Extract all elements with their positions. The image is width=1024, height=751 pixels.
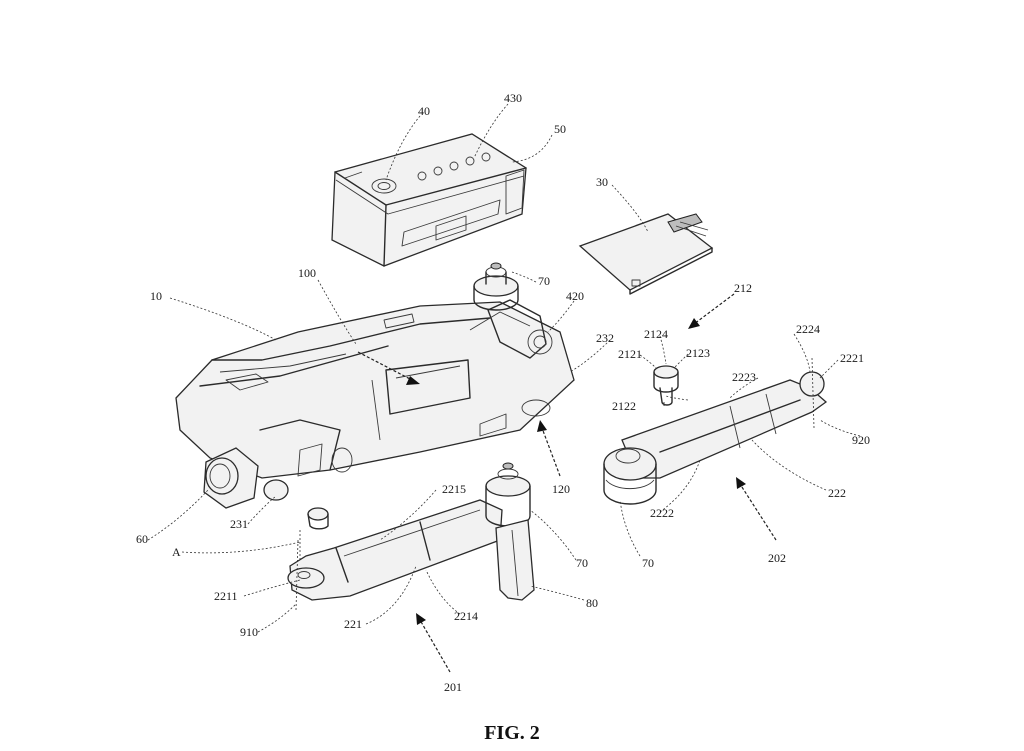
label-70-top: 70 xyxy=(538,274,550,288)
label-100: 100 xyxy=(298,266,316,280)
label-A: A xyxy=(172,545,181,559)
label-2221: 2221 xyxy=(840,351,864,365)
label-2224: 2224 xyxy=(796,322,820,336)
reference-labels: 40 430 50 30 70 420 100 10 212 2124 2121… xyxy=(136,91,870,694)
label-910: 910 xyxy=(240,625,258,639)
right-arm xyxy=(603,357,828,505)
label-70-arm-right: 70 xyxy=(642,556,654,570)
battery-part xyxy=(331,133,527,267)
fastener-231 xyxy=(299,507,329,560)
label-120: 120 xyxy=(552,482,570,496)
connector-assembly xyxy=(653,365,679,406)
label-50: 50 xyxy=(554,122,566,136)
left-arm xyxy=(287,462,535,611)
direction-arrows xyxy=(357,293,777,673)
label-420: 420 xyxy=(566,289,584,303)
label-80: 80 xyxy=(586,596,598,610)
fuselage-body xyxy=(175,299,575,479)
label-2122: 2122 xyxy=(612,399,636,413)
label-2222: 2222 xyxy=(650,506,674,520)
label-60: 60 xyxy=(136,532,148,546)
leader-lines xyxy=(147,103,861,633)
circuit-board-part xyxy=(578,213,714,295)
label-232: 232 xyxy=(596,331,614,345)
label-30: 30 xyxy=(596,175,608,189)
label-2123: 2123 xyxy=(686,346,710,360)
label-222: 222 xyxy=(828,486,846,500)
label-2124: 2124 xyxy=(644,327,668,341)
label-920: 920 xyxy=(852,433,870,447)
label-201: 201 xyxy=(444,680,462,694)
gimbal-camera xyxy=(203,443,353,509)
label-2211: 2211 xyxy=(214,589,238,603)
label-2215: 2215 xyxy=(442,482,466,496)
label-221: 221 xyxy=(344,617,362,631)
label-2121: 2121 xyxy=(618,347,642,361)
label-70-arm-left: 70 xyxy=(576,556,588,570)
motor-top xyxy=(473,262,519,311)
label-2223: 2223 xyxy=(732,370,756,384)
label-2214: 2214 xyxy=(454,609,478,623)
label-212: 212 xyxy=(734,281,752,295)
label-430: 430 xyxy=(504,91,522,105)
label-202: 202 xyxy=(768,551,786,565)
label-40: 40 xyxy=(418,104,430,118)
label-10: 10 xyxy=(150,289,162,303)
figure-caption: FIG. 2 xyxy=(484,722,540,744)
label-231: 231 xyxy=(230,517,248,531)
